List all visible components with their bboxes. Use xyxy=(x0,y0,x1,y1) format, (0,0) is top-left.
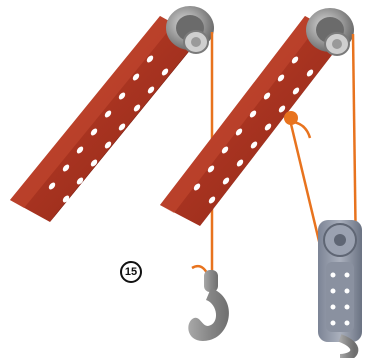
right-pulley-wheel xyxy=(306,8,354,56)
left-girder-strip xyxy=(10,16,206,222)
left-hook xyxy=(188,270,229,341)
left-pulley-wheel xyxy=(166,6,214,54)
left-girder-holes xyxy=(48,55,169,203)
right-assembly xyxy=(160,8,362,358)
step-number-badge: 15 xyxy=(120,261,142,283)
right-girder-strip xyxy=(160,16,351,226)
right-girder-holes xyxy=(193,56,314,204)
left-assembly xyxy=(10,6,229,341)
right-pulley-block xyxy=(318,220,362,358)
